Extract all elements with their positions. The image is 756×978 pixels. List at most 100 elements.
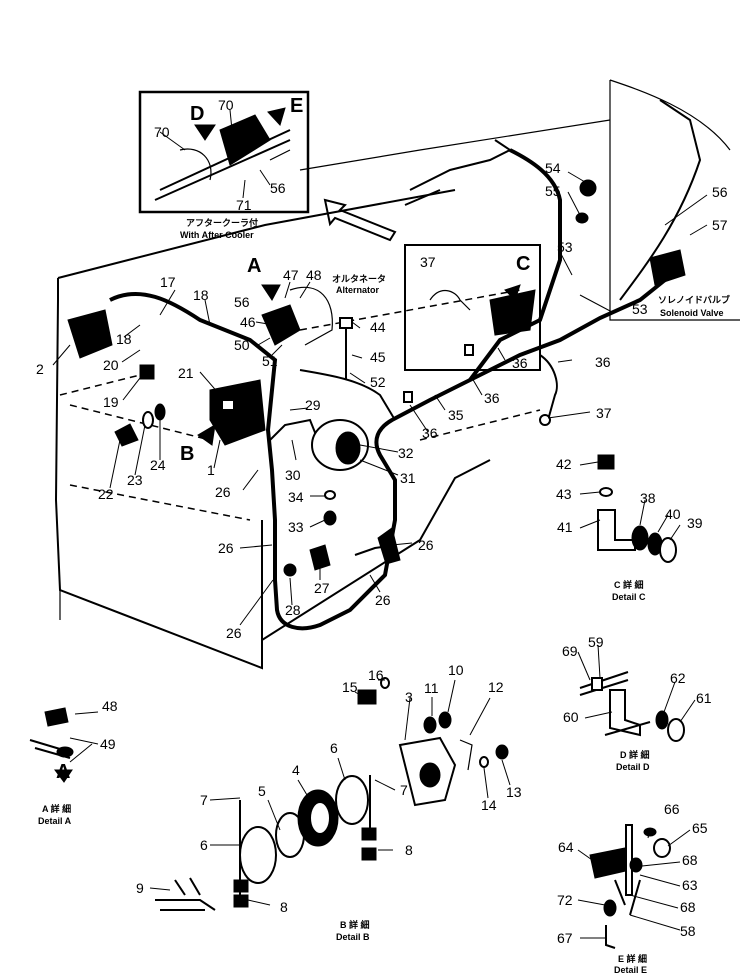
part-label-36b: 36 xyxy=(484,390,500,406)
view-letter-d: D xyxy=(190,103,204,125)
part-label-6a: 6 xyxy=(330,740,338,756)
part-label-56c: 56 xyxy=(270,180,286,196)
part-label-9: 9 xyxy=(136,880,144,896)
part-label-64: 63 xyxy=(682,877,698,893)
part-label-66: 65 xyxy=(692,820,708,836)
part-label-27: 27 xyxy=(314,580,330,596)
part-label-49: 49 xyxy=(100,736,116,752)
detail-c-caption-en: Detail C xyxy=(612,592,646,602)
leader-lines xyxy=(52,109,708,939)
detail-b-drawing xyxy=(155,677,509,911)
wire-harness xyxy=(109,99,702,631)
part-label-34: 34 xyxy=(288,489,304,505)
part-label-5: 5 xyxy=(258,783,266,799)
part-label-42: 42 xyxy=(556,456,572,472)
part-label-30: 30 xyxy=(285,467,301,483)
part-label-7a: 7 xyxy=(200,792,208,808)
part-label-61: 60 xyxy=(563,709,579,725)
part-label-69b: 68 xyxy=(680,899,696,915)
detail-a-letter: A xyxy=(56,761,70,783)
part-label-65: 64 xyxy=(558,839,574,855)
part-label-32: 32 xyxy=(398,445,414,461)
part-label-8a: 8 xyxy=(405,842,413,858)
part-label-71b: 70 xyxy=(154,124,170,140)
part-label-15: 15 xyxy=(342,679,358,695)
part-labels: 1 2 3 4 5 6 6 7 7 8 8 9 10 11 12 13 14 1… xyxy=(36,97,728,946)
after-cooler-inset xyxy=(138,90,310,214)
part-label-44: 44 xyxy=(370,319,386,335)
part-label-7b: 7 xyxy=(400,782,408,798)
part-label-73: 72 xyxy=(557,892,573,908)
solenoid-caption-jp: ソレノイドバルブ xyxy=(658,294,730,305)
part-label-37b: 37 xyxy=(596,405,612,421)
part-label-56b: 56 xyxy=(712,184,728,200)
part-label-36d: 36 xyxy=(595,354,611,370)
view-letter-a: A xyxy=(247,255,261,277)
view-arrows xyxy=(197,284,521,446)
detail-e-caption-en: Detail E xyxy=(614,965,647,975)
part-label-1: 1 xyxy=(207,462,215,478)
part-label-43: 43 xyxy=(556,486,572,502)
part-label-38a: 38 xyxy=(518,292,534,308)
part-label-41: 41 xyxy=(557,519,573,535)
solenoid-caption-en: Solenoid Valve xyxy=(660,308,724,318)
part-label-45: 45 xyxy=(370,349,386,365)
part-label-19: 19 xyxy=(103,394,119,410)
alternator-caption-en: Alternator xyxy=(336,285,380,295)
part-label-40: 40 xyxy=(665,506,681,522)
part-label-16: 16 xyxy=(368,667,384,683)
detail-d-caption-jp: D 詳 細 xyxy=(620,749,650,760)
part-label-21: 21 xyxy=(178,365,194,381)
inset-pointer-arrow xyxy=(323,198,397,242)
part-label-48a: 48 xyxy=(306,267,322,283)
part-label-48b: 48 xyxy=(102,698,118,714)
part-label-20: 20 xyxy=(103,357,119,373)
view-letter-c: C xyxy=(516,253,530,275)
part-label-47: 47 xyxy=(283,267,299,283)
part-label-26a: 26 xyxy=(215,484,231,500)
part-label-13: 13 xyxy=(506,784,522,800)
detail-b-caption-jp: B 詳 細 xyxy=(340,919,370,930)
part-label-11: 11 xyxy=(424,680,439,696)
part-label-33: 33 xyxy=(288,519,304,535)
part-label-29: 29 xyxy=(305,397,321,413)
part-label-24: 24 xyxy=(150,457,166,473)
part-label-3: 3 xyxy=(405,689,413,705)
part-label-70: 69 xyxy=(562,643,578,659)
detail-a-drawing xyxy=(29,707,74,783)
part-label-68: 67 xyxy=(557,930,573,946)
view-letter-labels: A B C D E A xyxy=(56,95,530,783)
part-label-37a: 37 xyxy=(420,254,436,270)
detail-e-caption-jp: E 詳 細 xyxy=(618,953,647,964)
part-label-22: 22 xyxy=(98,486,114,502)
part-label-23: 23 xyxy=(127,472,143,488)
part-label-36a: 36 xyxy=(422,425,438,441)
view-letter-b: B xyxy=(180,443,194,465)
detail-e-drawing xyxy=(589,824,671,949)
captions: アフタークーラ付 With After Cooler オルタネータ Altern… xyxy=(38,217,730,975)
detail-d-caption-en: Detail D xyxy=(616,762,650,772)
region-c-box xyxy=(404,244,541,371)
part-label-36c: 36 xyxy=(512,355,528,371)
part-label-53a: 53 xyxy=(557,239,573,255)
part-label-63: 62 xyxy=(670,670,686,686)
after-cooler-caption-jp: アフタークーラ付 xyxy=(186,217,258,228)
part-label-52: 52 xyxy=(370,374,386,390)
part-label-35: 35 xyxy=(448,407,464,423)
part-label-6b: 6 xyxy=(200,837,208,853)
part-label-17: 17 xyxy=(160,274,176,290)
part-label-31: 31 xyxy=(400,470,416,486)
part-label-72: 71 xyxy=(236,197,252,213)
detail-b-caption-en: Detail B xyxy=(336,932,370,942)
part-label-60: 59 xyxy=(588,634,604,650)
part-label-18a: 18 xyxy=(193,287,209,303)
part-label-51: 51 xyxy=(262,353,278,369)
part-label-53b: 53 xyxy=(632,301,648,317)
part-label-10: 10 xyxy=(448,662,464,678)
part-label-26b: 26 xyxy=(218,540,234,556)
part-label-62: 61 xyxy=(696,690,712,706)
part-label-71a: 70 xyxy=(218,97,234,113)
part-label-67: 66 xyxy=(664,801,680,817)
components xyxy=(67,179,686,577)
